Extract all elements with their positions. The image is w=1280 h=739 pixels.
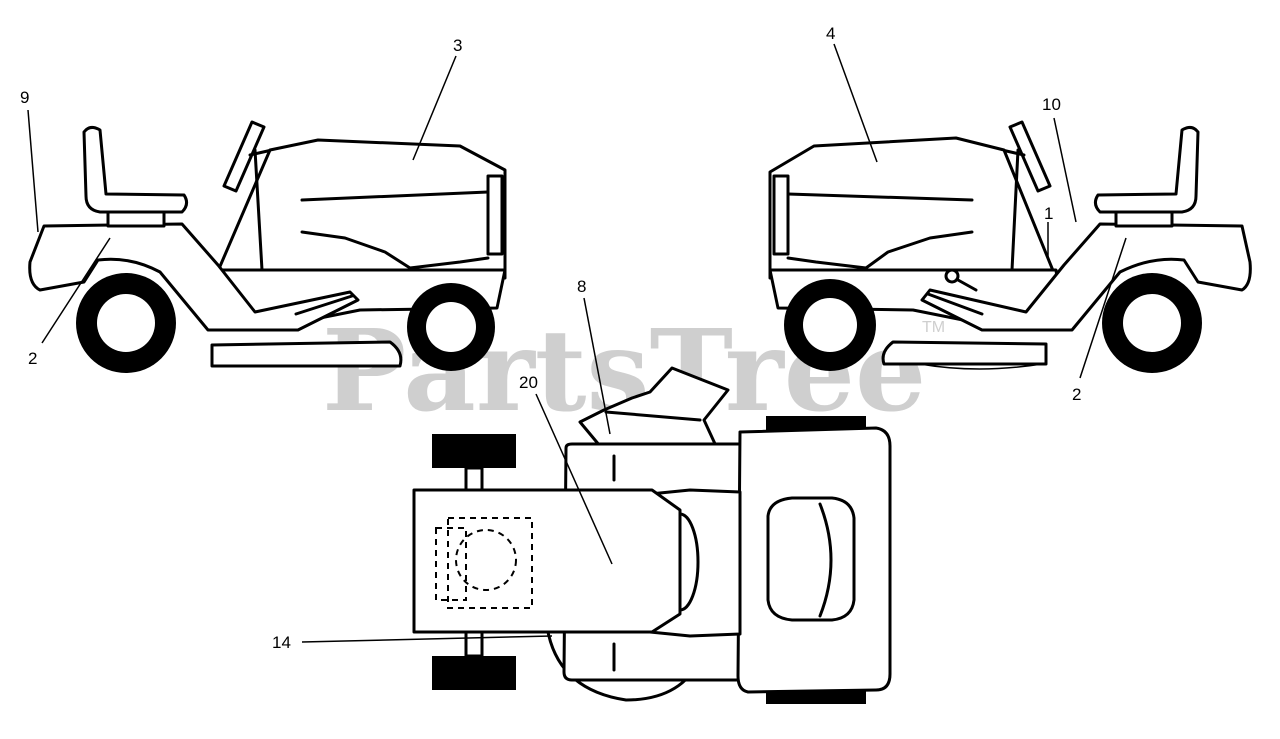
callout-1: 1 [1044,204,1053,223]
right-grille [772,174,790,256]
left-hood-curve [300,230,490,270]
left-seat-base [106,210,166,228]
left-steering-wheel [222,120,266,193]
watermark-trademark: TM [922,319,945,336]
callout-3: 3 [453,36,462,55]
top-rear-wheel-upper [766,416,866,430]
callout-14: 14 [272,633,291,652]
top-seat [766,496,856,622]
top-front-wheel-upper [432,434,516,468]
leader-lines [27,43,1127,643]
left-mower-deck [210,340,403,368]
right-seat [1093,125,1200,214]
callout-2-right: 2 [1072,385,1081,404]
callout-9: 9 [20,88,29,107]
right-steering-wheel [1008,120,1052,193]
left-grille [486,174,504,256]
left-pedal [294,294,354,316]
left-dash-line [253,148,264,272]
right-mower-deck [881,340,1048,366]
left-rear-fender [28,222,360,332]
callout-labels: 3 4 9 10 1 2 2 8 20 14 [20,24,1081,652]
right-lever-knob [944,268,960,284]
top-front-wheel-lower [432,656,516,690]
top-rear-wheel-lower [766,690,866,704]
tractor-top-view [412,366,892,704]
right-rear-fender [920,222,1252,332]
top-hood [412,488,682,634]
right-seat-base [1114,210,1174,228]
callout-8: 8 [577,277,586,296]
callout-4: 4 [826,24,835,43]
right-hood-line [786,192,974,202]
tractor-left-side-view [28,120,507,373]
tractor-right-side-view [768,120,1252,373]
callout-20: 20 [519,373,538,392]
right-dash-line [1010,148,1020,272]
right-pedal [926,292,984,316]
callout-10: 10 [1042,95,1061,114]
left-hood-line [300,190,490,202]
callout-2-left: 2 [28,349,37,368]
right-hood-curve [786,230,974,270]
left-seat [82,125,189,214]
